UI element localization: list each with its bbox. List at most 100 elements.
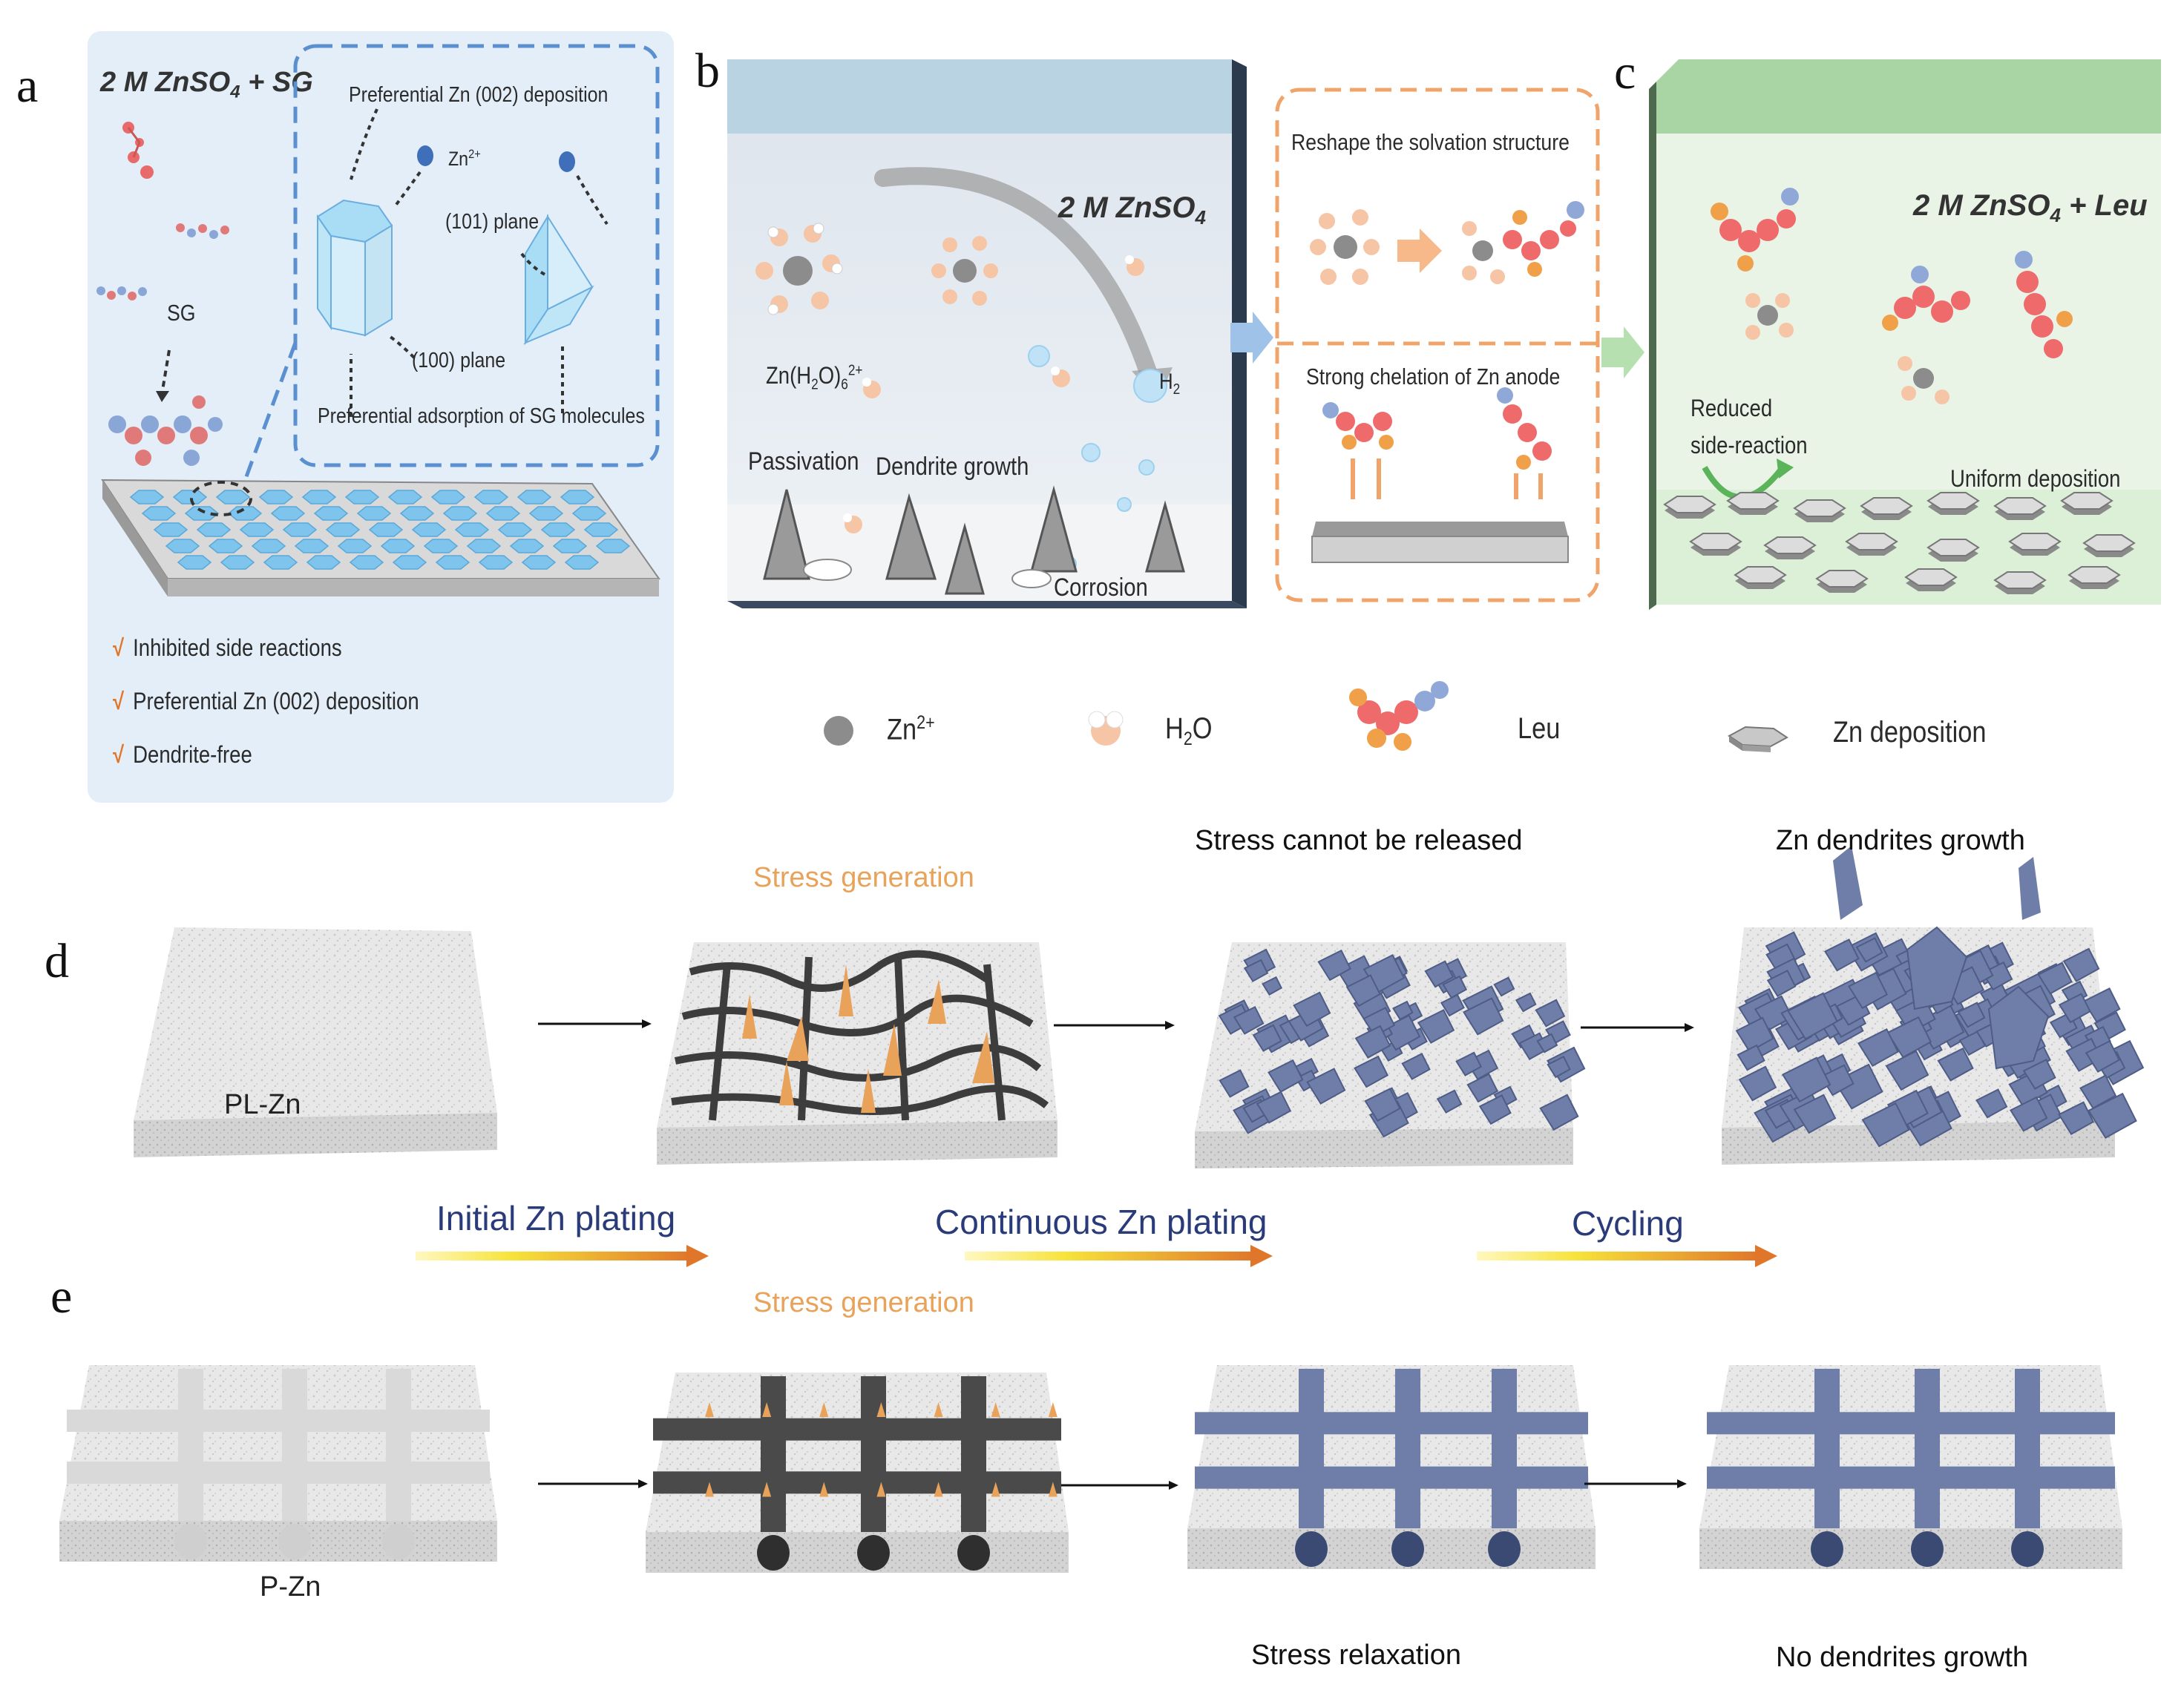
hexagon-tile bbox=[356, 506, 392, 521]
dendrites-growth-label: Zn dendrites growth bbox=[1776, 825, 2025, 856]
groove-horizontal bbox=[1195, 1466, 1588, 1489]
zn-deposit-hex bbox=[1734, 566, 1787, 584]
dendrite-growth-label: Dendrite growth bbox=[876, 453, 1029, 481]
zn-flake bbox=[1256, 1091, 1292, 1124]
zn-flake bbox=[1855, 937, 1883, 963]
zn-flake bbox=[1536, 1033, 1558, 1053]
zn-flake bbox=[1737, 1044, 1765, 1071]
hexagon-tile bbox=[165, 539, 200, 553]
zn-deposit-hex bbox=[1993, 571, 2047, 589]
zn-flake bbox=[1781, 1056, 1832, 1103]
zn-flake bbox=[1268, 1059, 1304, 1094]
slab-top bbox=[1187, 1365, 1596, 1528]
zn-deposition-hexes bbox=[1663, 492, 2136, 594]
stress-arrow bbox=[1048, 1482, 1057, 1497]
panel-letter-c: c bbox=[1614, 45, 1636, 99]
hydrated-zn-label: Zn(H2O)62+ bbox=[766, 362, 863, 393]
inset-dashed-box bbox=[293, 44, 660, 467]
stress-arrow bbox=[876, 1402, 886, 1417]
hexagon-tile bbox=[220, 555, 255, 570]
zn-flake bbox=[1535, 999, 1566, 1028]
stress-arrow bbox=[991, 1402, 1000, 1417]
zn-flake bbox=[1345, 974, 1381, 1007]
hydrated-zn-c bbox=[1745, 293, 1794, 340]
groove-hole bbox=[2011, 1531, 2044, 1567]
panel-c-title: 2 M ZnSO4 + Leu bbox=[1913, 189, 2148, 226]
zn-flake bbox=[1478, 1094, 1512, 1125]
groove-horizontal bbox=[1707, 1412, 2115, 1435]
patterned-stress-slab bbox=[646, 1373, 1069, 1573]
groove-vertical bbox=[1299, 1369, 1324, 1528]
zn-flake bbox=[1937, 1047, 1974, 1082]
slab-top bbox=[59, 1365, 497, 1521]
groove-hole bbox=[1391, 1531, 1424, 1567]
groove-hole bbox=[278, 1524, 311, 1559]
chelation-molecule-1 bbox=[1322, 402, 1394, 450]
check-item-1: √Inhibited side reactions bbox=[113, 634, 342, 661]
groove-hole bbox=[1911, 1531, 1944, 1567]
groove-horizontal bbox=[1707, 1466, 2115, 1489]
hexagon-tile bbox=[270, 506, 306, 521]
zn-flake bbox=[1219, 1069, 1250, 1098]
zn-flake bbox=[2088, 1092, 2137, 1139]
box-side bbox=[1649, 82, 1656, 610]
zn-flake bbox=[1861, 1102, 1910, 1148]
no-dendrite-slab bbox=[1699, 1365, 2122, 1569]
groove-vertical bbox=[861, 1376, 886, 1532]
zn-flake bbox=[1417, 1009, 1455, 1044]
hexagon-tile bbox=[208, 539, 243, 553]
sg-label: SG bbox=[167, 300, 196, 326]
groove-vertical bbox=[761, 1376, 786, 1532]
pl-zn-label: PL-Zn bbox=[224, 1089, 301, 1120]
sg-molecule-large bbox=[108, 395, 223, 466]
hexagon-tile bbox=[349, 555, 384, 570]
panel-letter-a: a bbox=[16, 59, 39, 113]
zn-anode-plate bbox=[1311, 522, 1569, 563]
zn-flake bbox=[1306, 1068, 1346, 1105]
groove-hole bbox=[1488, 1531, 1521, 1567]
slab-side bbox=[646, 1532, 1069, 1573]
zn-flake bbox=[1466, 1073, 1499, 1103]
groove-vertical bbox=[178, 1369, 203, 1521]
zn-flake bbox=[2079, 1074, 2117, 1109]
stress-arrow bbox=[819, 1402, 829, 1417]
triangular-prism bbox=[523, 214, 594, 346]
legend-icons bbox=[824, 681, 1788, 752]
sg-arrow bbox=[160, 349, 171, 395]
legend-leu-label: Leu bbox=[1518, 712, 1561, 745]
hydrated-zn-cluster-small bbox=[931, 236, 998, 306]
solvation-arrow bbox=[1397, 229, 1442, 273]
zn-flake bbox=[1493, 976, 1515, 997]
zn-flake bbox=[1252, 1024, 1282, 1052]
sg-molecule-small-1 bbox=[122, 122, 154, 179]
zoom-line-left bbox=[237, 342, 298, 496]
zn-deposit-hex bbox=[1815, 570, 1869, 588]
zn-deposit-hex bbox=[1926, 492, 1980, 510]
hexagon-tile bbox=[473, 490, 509, 504]
check-list: √Inhibited side reactions √Preferential … bbox=[113, 634, 469, 795]
hexagon-tile bbox=[153, 522, 188, 537]
pl-zn-slab bbox=[134, 927, 497, 1157]
hexagon-tile bbox=[129, 490, 165, 504]
flow-arrows-e bbox=[538, 1482, 1677, 1487]
zn-deposit-hex bbox=[1689, 533, 1742, 550]
zn-flake bbox=[1975, 1088, 2008, 1119]
stress-arrow bbox=[762, 1482, 772, 1497]
continuous-plating-label: Continuous Zn plating bbox=[935, 1203, 1268, 1241]
panel-b-title: 2 M ZnSO4 bbox=[1058, 191, 1206, 229]
zoom-ellipse bbox=[190, 481, 252, 516]
box-bottom-shade bbox=[727, 601, 1247, 608]
zn-flake bbox=[1463, 997, 1504, 1036]
zn-deposit-hex bbox=[1860, 497, 1913, 515]
legend-zn-dep-label: Zn deposition bbox=[1833, 716, 1987, 749]
step-arrow-cycling bbox=[1477, 1245, 1777, 1267]
zn-flake bbox=[1424, 960, 1455, 988]
hexagon-tile bbox=[227, 506, 263, 521]
stress-arrow bbox=[819, 1482, 829, 1497]
hexagon-tile bbox=[478, 555, 514, 570]
hexagon-tile bbox=[344, 490, 380, 504]
zn-flake bbox=[1293, 991, 1331, 1028]
groove-hole bbox=[174, 1524, 207, 1559]
zn-flake bbox=[2058, 993, 2091, 1024]
stress-arrow bbox=[705, 1482, 714, 1497]
